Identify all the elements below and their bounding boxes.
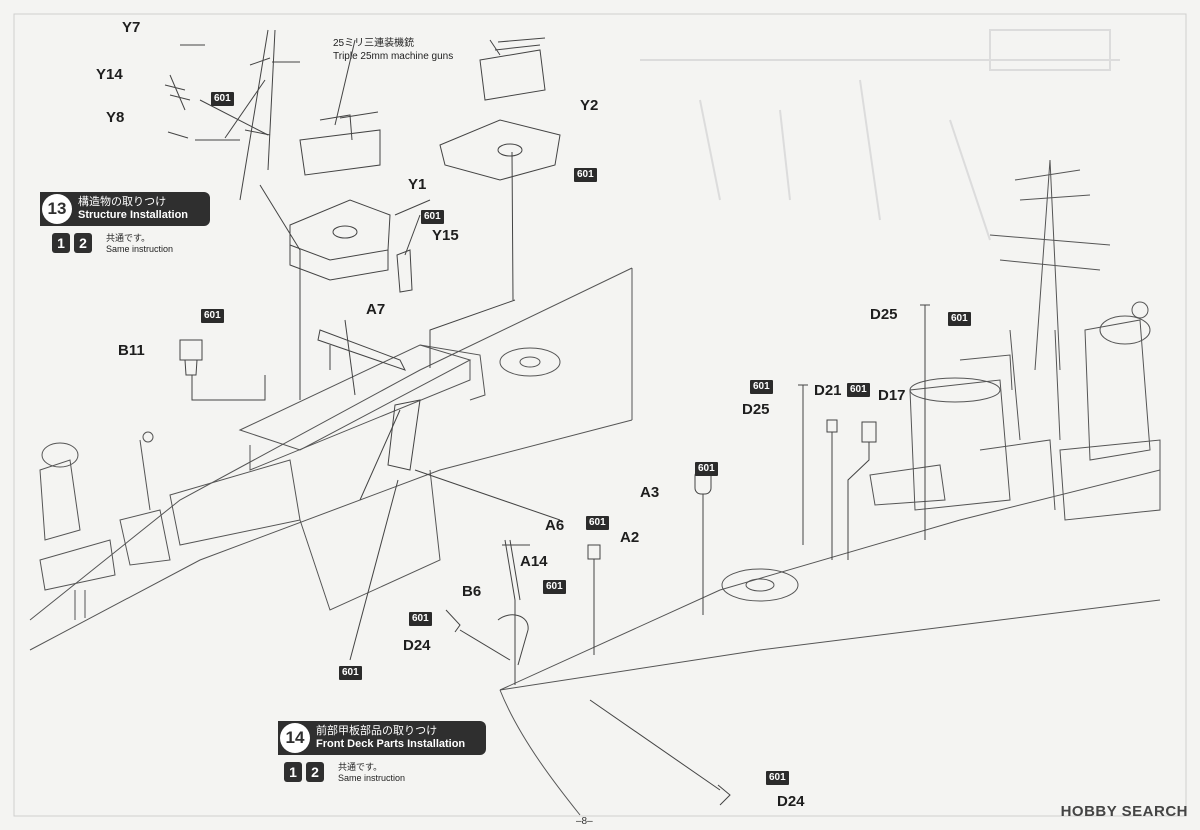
part-label-y2: Y2 (580, 97, 599, 114)
part-label-y15: Y15 (432, 227, 459, 244)
step-13-chip-2: 2 (74, 233, 92, 253)
left-ship-hull (29, 267, 633, 651)
step-14-same-note: 共通です。 Same instruction (338, 762, 405, 785)
part-label-y1: Y1 (408, 176, 427, 193)
page-number: –8– (576, 816, 593, 827)
step-14-chip-1: 1 (284, 762, 302, 782)
part-label-y14: Y14 (96, 66, 123, 83)
step-13-same-en: Same instruction (106, 244, 174, 255)
part-label-a6: A6 (545, 517, 565, 534)
paint-tag: 601 (847, 383, 870, 397)
watermark: HOBBY SEARCH (1060, 803, 1188, 820)
paint-tag: 601 (421, 210, 444, 224)
callout-en: Triple 25mm machine guns (333, 50, 454, 62)
paint-tag: 601 (586, 516, 609, 530)
part-label-b11: B11 (118, 342, 145, 359)
bleed-through-marks (640, 29, 1120, 241)
step-13-chip-1: 1 (52, 233, 70, 253)
paint-tag: 601 (695, 462, 718, 476)
paint-tag: 601 (201, 309, 224, 323)
paint-tag: 601 (543, 580, 566, 594)
part-label-d17: D17 (878, 387, 906, 404)
paint-tag: 601 (574, 168, 597, 182)
part-label-d25: D25 (742, 401, 770, 418)
right-ship-hull (499, 159, 1161, 816)
part-label-d21: D21 (814, 382, 842, 399)
part-label-y7: Y7 (122, 19, 141, 36)
part-label-a3: A3 (640, 484, 660, 501)
right-assembly-parts (445, 304, 930, 806)
step-14-header: 14 前部甲板部品の取りつけ Front Deck Parts Installa… (278, 721, 486, 755)
part-label-d25-top: D25 (870, 306, 898, 323)
machine-gun-callout: 25ミリ三連装機銃 Triple 25mm machine guns (333, 38, 453, 63)
left-assembly-parts (164, 29, 561, 661)
part-label-b6: B6 (462, 583, 482, 600)
step-13-same-note: 共通です。 Same instruction (106, 233, 173, 256)
step-14-number: 14 (280, 723, 310, 753)
paint-tag: 601 (409, 612, 432, 626)
step-13-same-jp: 共通です。 (106, 233, 151, 243)
paint-tag: 601 (211, 92, 234, 106)
step-14-same-en: Same instruction (338, 773, 406, 784)
step-14-title-en: Front Deck Parts Installation (316, 738, 466, 750)
paint-tag: 601 (750, 380, 773, 394)
paint-tag: 601 (339, 666, 362, 680)
step-14-title-jp: 前部甲板部品の取りつけ (316, 724, 438, 737)
paint-tag: 601 (766, 771, 789, 785)
part-label-a2: A2 (620, 529, 640, 546)
step-14-same-jp: 共通です。 (338, 762, 383, 772)
part-label-a14: A14 (520, 553, 548, 570)
step-13-header: 13 構造物の取りつけ Structure Installation (40, 192, 210, 226)
part-label-a7: A7 (366, 301, 386, 318)
paint-tag: 601 (948, 312, 971, 326)
step-13-title-jp: 構造物の取りつけ (78, 195, 167, 208)
part-label-d24-left: D24 (403, 637, 431, 654)
step-13-title-en: Structure Installation (78, 209, 189, 221)
step-14-chip-2: 2 (306, 762, 324, 782)
step-13-number: 13 (42, 194, 72, 224)
callout-jp: 25ミリ三連装機銃 (333, 38, 415, 49)
part-label-y8: Y8 (106, 109, 125, 126)
part-label-d24-bottom: D24 (777, 793, 805, 810)
